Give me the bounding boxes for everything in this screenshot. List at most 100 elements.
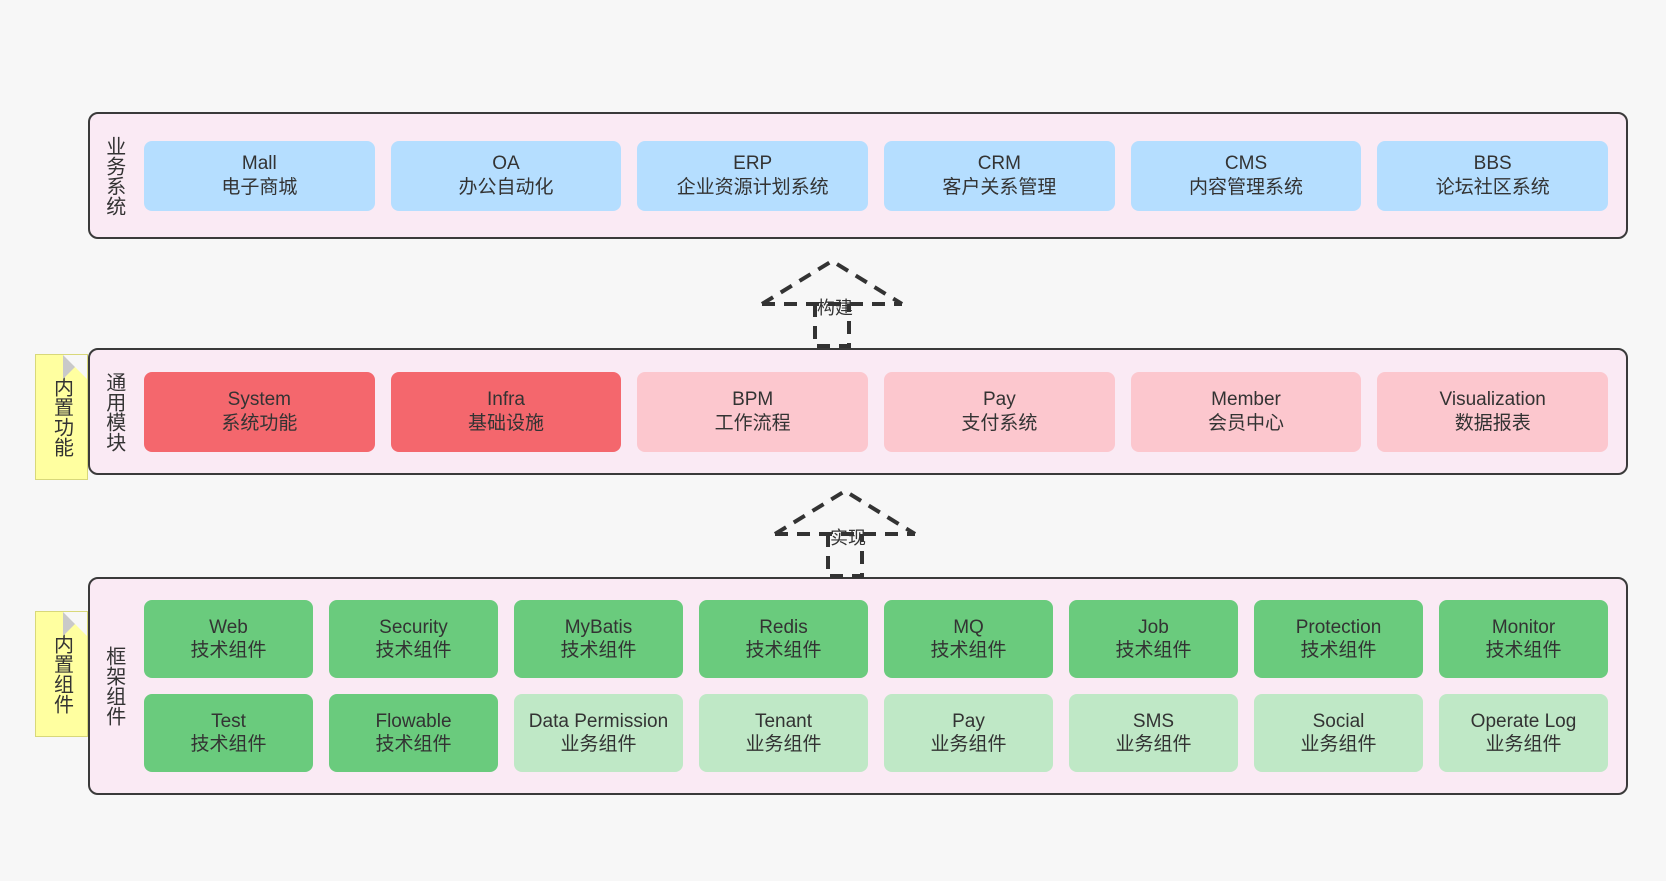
module-box-mybatis[interactable]: MyBatis 技术组件	[514, 600, 683, 678]
layer-business-row: Mall 电子商城 OA 办公自动化 ERP 企业资源计划系统	[136, 140, 1616, 211]
module-name-cn: 技术组件	[1485, 640, 1562, 661]
box-cell: Operate Log 业务组件	[1431, 694, 1616, 772]
module-box-mall[interactable]: Mall 电子商城	[144, 140, 375, 211]
box-cell: Pay 业务组件	[876, 694, 1061, 772]
module-box-infra[interactable]: Infra 基础设施	[390, 371, 622, 452]
module-box-flowable[interactable]: Flowable 技术组件	[329, 694, 498, 772]
module-box-bpm[interactable]: BPM 工作流程	[637, 371, 869, 452]
module-box-protection[interactable]: Protection 技术组件	[1254, 600, 1423, 678]
box-cell: MQ 技术组件	[876, 600, 1061, 678]
module-name-en: MQ	[953, 616, 984, 638]
box-cell: Data Permission 业务组件	[506, 694, 691, 772]
module-box-bbs[interactable]: BBS 论坛社区系统	[1377, 140, 1609, 211]
module-name-en: Data Permission	[528, 710, 669, 732]
module-name-en: CMS	[1224, 153, 1268, 175]
module-name-cn: 业务组件	[1300, 734, 1377, 755]
layer-framework-label: 框架组件	[102, 646, 125, 726]
box-cell: MyBatis 技术组件	[506, 600, 691, 678]
module-box-cms[interactable]: CMS 内容管理系统	[1130, 140, 1362, 211]
box-cell: Test 技术组件	[136, 694, 321, 772]
layer-common-modules: 通用模块 System 系统功能 Infra 基础设施	[88, 348, 1628, 475]
layer-common-body: System 系统功能 Infra 基础设施 BPM 工作流程	[136, 350, 1626, 473]
module-name-en: OA	[492, 153, 520, 175]
module-box-security[interactable]: Security 技术组件	[329, 600, 498, 678]
module-name-cn: 客户关系管理	[942, 176, 1057, 198]
box-cell: Infra 基础设施	[383, 371, 630, 452]
box-cell: ERP 企业资源计划系统	[629, 140, 876, 211]
module-name-en: Social	[1312, 710, 1365, 732]
module-box-redis[interactable]: Redis 技术组件	[699, 600, 868, 678]
module-name-en: Redis	[759, 616, 808, 638]
module-box-crm[interactable]: CRM 客户关系管理	[884, 140, 1115, 211]
module-name-en: MyBatis	[564, 616, 633, 638]
layer-framework-body: Web 技术组件 Security 技术组件 MyBatis 技术组件	[136, 579, 1626, 793]
box-cell: OA 办公自动化	[383, 140, 630, 211]
box-cell: Mall 电子商城	[136, 140, 383, 211]
module-name-en: BPM	[732, 389, 774, 411]
module-name-en: Operate Log	[1470, 710, 1577, 732]
module-box-social[interactable]: Social 业务组件	[1254, 694, 1423, 772]
module-box-web[interactable]: Web 技术组件	[144, 600, 313, 678]
module-box-test[interactable]: Test 技术组件	[144, 694, 313, 772]
module-box-pay[interactable]: Pay 支付系统	[884, 371, 1115, 452]
layer-business-body: Mall 电子商城 OA 办公自动化 ERP 企业资源计划系统	[136, 114, 1626, 237]
module-name-cn: 业务组件	[1115, 734, 1192, 755]
box-cell: System 系统功能	[136, 371, 383, 452]
module-name-cn: 业务组件	[930, 734, 1007, 755]
module-box-oa[interactable]: OA 办公自动化	[390, 140, 622, 211]
module-name-en: CRM	[977, 153, 1021, 175]
module-name-en: ERP	[733, 153, 773, 175]
module-name-en: Monitor	[1491, 616, 1556, 638]
box-cell: Pay 支付系统	[876, 371, 1123, 452]
module-box-job[interactable]: Job 技术组件	[1069, 600, 1238, 678]
layer-common-row: System 系统功能 Infra 基础设施 BPM 工作流程	[136, 371, 1616, 452]
module-name-en: BBS	[1473, 153, 1512, 175]
layer-business-label: 业务系统	[102, 135, 125, 216]
module-name-cn: 会员中心	[1208, 412, 1285, 434]
box-cell: Tenant 业务组件	[691, 694, 876, 772]
module-name-cn: 技术组件	[375, 734, 452, 755]
module-name-cn: 技术组件	[560, 640, 637, 661]
module-box-erp[interactable]: ERP 企业资源计划系统	[637, 140, 869, 211]
box-cell: Member 会员中心	[1123, 371, 1370, 452]
module-box-member[interactable]: Member 会员中心	[1130, 371, 1362, 452]
box-cell: Visualization 数据报表	[1369, 371, 1616, 452]
sticky-note-builtin-components: 内置组件	[35, 611, 88, 737]
module-name-cn: 业务组件	[1485, 734, 1562, 755]
module-name-cn: 技术组件	[190, 640, 267, 661]
module-name-en: Infra	[486, 389, 526, 411]
module-box-mq[interactable]: MQ 技术组件	[884, 600, 1053, 678]
module-name-en: Member	[1211, 389, 1281, 411]
box-cell: Monitor 技术组件	[1431, 600, 1616, 678]
module-name-cn: 办公自动化	[458, 176, 554, 198]
box-cell: CMS 内容管理系统	[1123, 140, 1370, 211]
box-cell: Protection 技术组件	[1246, 600, 1431, 678]
module-name-cn: 系统功能	[221, 412, 298, 434]
module-box-system[interactable]: System 系统功能	[144, 371, 375, 452]
connector-implement: 实现	[770, 486, 920, 578]
module-name-cn: 技术组件	[930, 640, 1007, 661]
module-box-tenant[interactable]: Tenant 业务组件	[699, 694, 868, 772]
module-box-visualization[interactable]: Visualization 数据报表	[1377, 371, 1609, 452]
module-box-sms[interactable]: SMS 业务组件	[1069, 694, 1238, 772]
layer-framework-row-technical: Web 技术组件 Security 技术组件 MyBatis 技术组件	[136, 600, 1616, 678]
module-name-cn: 企业资源计划系统	[676, 176, 829, 198]
box-cell: Redis 技术组件	[691, 600, 876, 678]
module-name-en: Web	[209, 616, 248, 638]
module-box-monitor[interactable]: Monitor 技术组件	[1439, 600, 1608, 678]
module-box-pay-business[interactable]: Pay 业务组件	[884, 694, 1053, 772]
connector-implement-label: 实现	[830, 528, 866, 548]
connector-build-label: 构建	[817, 298, 853, 318]
module-box-operate-log[interactable]: Operate Log 业务组件	[1439, 694, 1608, 772]
module-name-en: Security	[379, 616, 448, 638]
layer-business-systems: 业务系统 Mall 电子商城 OA 办公自动化 ERP	[88, 112, 1628, 239]
module-name-en: Test	[211, 710, 246, 732]
module-name-cn: 数据报表	[1454, 412, 1531, 434]
box-cell: Job 技术组件	[1061, 600, 1246, 678]
box-cell: BPM 工作流程	[629, 371, 876, 452]
module-box-data-permission[interactable]: Data Permission 业务组件	[514, 694, 683, 772]
module-name-cn: 业务组件	[560, 734, 637, 755]
module-name-cn: 技术组件	[375, 640, 452, 661]
module-name-cn: 业务组件	[745, 734, 822, 755]
